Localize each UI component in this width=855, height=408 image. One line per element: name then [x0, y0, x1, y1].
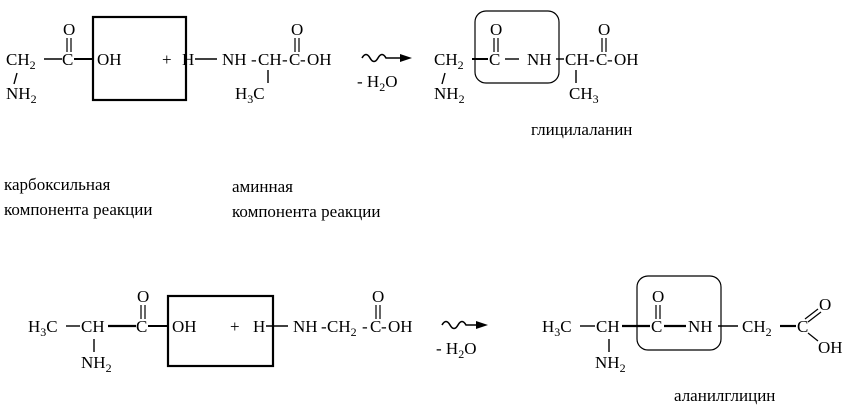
- r1-alanine-oh: OH: [307, 50, 332, 69]
- glycylalanine-product: CH2 C O NH CH - C O - OH NH2 CH3: [434, 20, 639, 106]
- peptide-bond-box-2: [636, 275, 722, 351]
- p2-oh: OH: [818, 338, 843, 357]
- dash: -: [589, 50, 595, 69]
- amine-label-line1: аминная: [232, 177, 293, 196]
- bond: [441, 72, 446, 85]
- component-labels: карбоксильная компонента реакции аминная…: [4, 175, 380, 221]
- dash: -: [381, 317, 387, 336]
- glycine-amine-component: H NH - CH2 - C O - OH: [253, 287, 413, 339]
- product-name-1: глицилаланин: [531, 120, 632, 139]
- dash: -: [321, 317, 327, 336]
- dash: -: [282, 50, 288, 69]
- r1-alanine-ch: CH: [258, 50, 282, 69]
- dash: -: [362, 317, 368, 336]
- p1-nh2: NH2: [434, 84, 465, 106]
- reaction-2: H3C CH C O OH NH2 + H NH - CH2 - C: [28, 275, 843, 405]
- p2-ch2: CH2: [742, 317, 772, 339]
- glycine-carboxyl-component: CH2 C O OH NH2: [6, 20, 122, 106]
- p2-h3c: H3C: [542, 317, 572, 339]
- p1-ch: CH: [565, 50, 589, 69]
- p2-nh2: NH2: [595, 353, 626, 375]
- p1-o2: O: [598, 20, 610, 39]
- p1-o: O: [490, 20, 502, 39]
- p1-ch3: CH3: [569, 84, 599, 106]
- dash: -: [300, 50, 306, 69]
- p2-ch: CH: [596, 317, 620, 336]
- plus-sign-1: +: [162, 50, 172, 69]
- r2-glycine-h: H: [253, 317, 265, 336]
- p2-o2: O: [819, 295, 831, 314]
- r2-alanine-o: O: [137, 287, 149, 306]
- double-bond-line: [804, 308, 819, 320]
- p2-o: O: [652, 287, 664, 306]
- r1-alanine-nh: NH: [222, 50, 247, 69]
- reaction-arrow-2: - H2O: [436, 320, 488, 361]
- p1-ch2: CH2: [434, 50, 464, 72]
- reaction-arrow-1: - H2O: [357, 53, 412, 94]
- carboxyl-label-line2: компонента реакции: [4, 200, 152, 219]
- r1-alanine-h: H: [182, 50, 194, 69]
- dash: -: [607, 50, 613, 69]
- alanine-carboxyl-component: H3C CH C O OH NH2: [28, 287, 197, 375]
- p1-nh: NH: [527, 50, 552, 69]
- p2-nh: NH: [688, 317, 713, 336]
- dash: -: [251, 50, 257, 69]
- r2-glycine-nh: NH: [293, 317, 318, 336]
- p2-c: C: [651, 317, 662, 336]
- r1-alanine-h3c: H3C: [235, 84, 265, 106]
- bond: [13, 72, 18, 85]
- double-bond-line: [807, 311, 822, 323]
- reaction-1: CH2 C O OH NH2 + H NH - CH - C O -: [6, 10, 639, 139]
- alanine-amine-component: H NH - CH - C O - OH H3C: [182, 20, 332, 106]
- amine-label-line2: компонента реакции: [232, 202, 380, 221]
- r2-alanine-oh: OH: [172, 317, 197, 336]
- leaving-group-box-2: [166, 294, 275, 368]
- bond: [807, 332, 819, 342]
- p1-c: C: [489, 50, 500, 69]
- r1-alanine-o: O: [291, 20, 303, 39]
- water-elimination-1: - H2O: [357, 72, 397, 94]
- r1-glycine-o: O: [63, 20, 75, 39]
- r2-glycine-c: C: [370, 317, 381, 336]
- r1-alanine-c: C: [289, 50, 300, 69]
- r2-alanine-nh2: NH2: [81, 353, 112, 375]
- r2-glycine-ch2: CH2: [327, 317, 357, 339]
- product-name-2: аланилглицин: [674, 386, 775, 405]
- p2-c2: C: [797, 317, 808, 336]
- r2-alanine-ch: CH: [81, 317, 105, 336]
- r2-alanine-c: C: [136, 317, 147, 336]
- r2-glycine-oh: OH: [388, 317, 413, 336]
- leaving-group-box-1: [91, 15, 188, 102]
- r1-glycine-c: C: [62, 50, 73, 69]
- peptide-bond-box-1: [474, 10, 560, 84]
- plus-sign-2: +: [230, 317, 240, 336]
- p1-c2: C: [596, 50, 607, 69]
- alanylglycine-product: H3C CH C O NH CH2 C O OH NH2: [542, 287, 843, 375]
- carboxyl-label-line1: карбоксильная: [4, 175, 111, 194]
- p1-oh: OH: [614, 50, 639, 69]
- water-elimination-2: - H2O: [436, 339, 476, 361]
- r1-glycine-nh2: NH2: [6, 84, 37, 106]
- r1-glycine-oh: OH: [97, 50, 122, 69]
- r1-glycine-ch2: CH2: [6, 50, 36, 72]
- r2-alanine-h3c: H3C: [28, 317, 58, 339]
- r2-glycine-o: O: [372, 287, 384, 306]
